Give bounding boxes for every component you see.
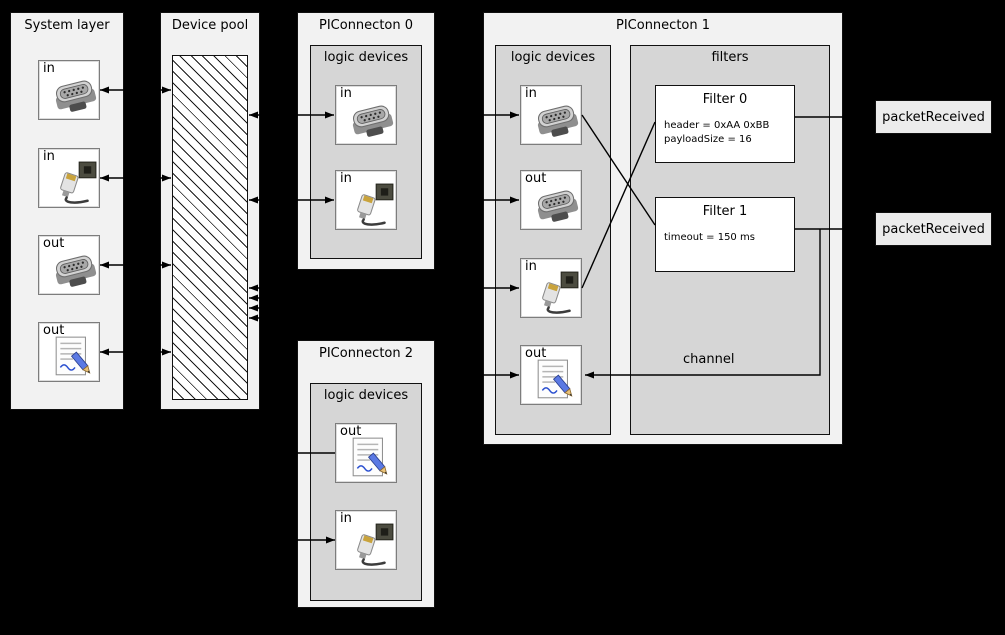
script-icon bbox=[52, 334, 98, 380]
device-label: in bbox=[43, 61, 55, 76]
filter-param: payloadSize = 16 bbox=[664, 134, 752, 145]
group-title: logic devices bbox=[323, 388, 409, 403]
event-label: packetReceived bbox=[882, 109, 985, 125]
ethernet-icon bbox=[349, 182, 395, 228]
event-packet-received-1: packetReceived bbox=[875, 212, 992, 246]
event-packet-received-0: packetReceived bbox=[875, 100, 992, 134]
panel-title: PIConnecton 1 bbox=[615, 18, 711, 33]
serial-icon bbox=[52, 247, 98, 293]
device-label: in bbox=[525, 259, 537, 274]
pic1-device-out-serial: out bbox=[520, 170, 582, 230]
device-label: out bbox=[525, 171, 547, 186]
script-icon bbox=[349, 435, 395, 481]
filter-param: timeout = 150 ms bbox=[664, 232, 755, 243]
group-title: logic devices bbox=[510, 50, 596, 65]
pic2-device-out-script: out bbox=[335, 423, 397, 483]
filter-params: header = 0xAA 0xBB payloadSize = 16 bbox=[656, 119, 794, 147]
device-label: out bbox=[525, 346, 547, 361]
ethernet-icon bbox=[534, 270, 580, 316]
script-icon bbox=[534, 357, 580, 403]
serial-icon bbox=[534, 182, 580, 228]
event-label: packetReceived bbox=[882, 221, 985, 237]
filter-param: header = 0xAA 0xBB bbox=[664, 120, 770, 131]
serial-icon bbox=[349, 97, 395, 143]
device-label: out bbox=[43, 323, 65, 338]
filter-1: Filter 1 timeout = 150 ms bbox=[655, 197, 795, 272]
pic0-device-in-ethernet: in bbox=[335, 170, 397, 230]
filter-params: timeout = 150 ms bbox=[656, 231, 794, 245]
system-device-in-ethernet: in bbox=[38, 148, 100, 208]
system-device-in-serial: in bbox=[38, 60, 100, 120]
group-title: filters bbox=[711, 50, 749, 65]
pic1-device-in-serial: in bbox=[520, 85, 582, 145]
device-label: in bbox=[340, 511, 352, 526]
pic2-device-in-ethernet: in bbox=[335, 510, 397, 570]
serial-icon bbox=[52, 72, 98, 118]
serial-icon bbox=[534, 97, 580, 143]
system-device-out-serial: out bbox=[38, 235, 100, 295]
panel-title: PIConnecton 0 bbox=[318, 18, 414, 33]
panel-title: Device pool bbox=[171, 18, 249, 33]
panel-title: PIConnecton 2 bbox=[318, 346, 414, 361]
pic1-device-in-ethernet: in bbox=[520, 258, 582, 318]
device-label: in bbox=[340, 86, 352, 101]
panel-title: System layer bbox=[24, 18, 110, 33]
filter-0: Filter 0 header = 0xAA 0xBB payloadSize … bbox=[655, 85, 795, 163]
device-label: in bbox=[525, 86, 537, 101]
device-pool-hatch bbox=[172, 55, 248, 400]
device-label: out bbox=[43, 236, 65, 251]
pic0-device-in-serial: in bbox=[335, 85, 397, 145]
pic1-device-out-script: out bbox=[520, 345, 582, 405]
ethernet-icon bbox=[349, 522, 395, 568]
filter-title: Filter 0 bbox=[702, 92, 748, 107]
ethernet-icon bbox=[52, 160, 98, 206]
channel-label: channel bbox=[683, 352, 735, 367]
device-label: out bbox=[340, 424, 362, 439]
filter-title: Filter 1 bbox=[702, 204, 748, 219]
system-device-out-script: out bbox=[38, 322, 100, 382]
group-title: logic devices bbox=[323, 50, 409, 65]
device-label: in bbox=[43, 149, 55, 164]
